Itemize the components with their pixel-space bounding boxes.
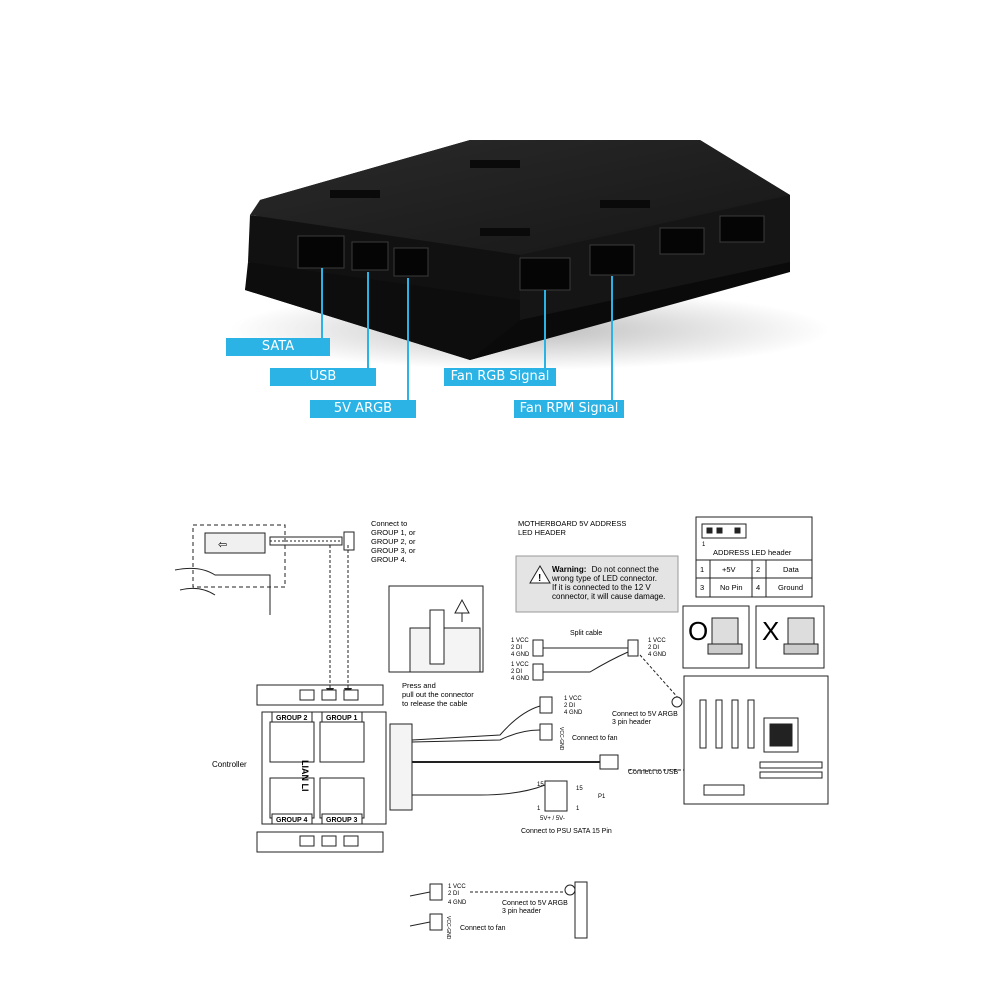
svg-text:No Pin: No Pin xyxy=(720,583,743,592)
group-2-label: GROUP 2 xyxy=(276,715,307,722)
group-3-label: GROUP 3 xyxy=(326,817,357,824)
connector-comparison xyxy=(682,605,825,669)
svg-text:2 DI: 2 DI xyxy=(511,645,522,651)
warning-box: ! Warning: Do not connect the wrong type… xyxy=(515,555,679,613)
controller-logo: LIAN LI xyxy=(300,760,310,792)
press-note: Press and pull out the connector to rele… xyxy=(402,681,476,708)
bottom-argb-detail xyxy=(409,881,588,939)
bottom-connect-argb-label: Connect to 5V ARGB 3 pin header xyxy=(502,900,570,915)
controller-cables xyxy=(411,705,619,796)
svg-text:3: 3 xyxy=(700,583,704,592)
svg-text:1: 1 xyxy=(537,806,541,812)
callout-sata: SATA xyxy=(226,338,330,356)
group-arrows xyxy=(329,545,349,690)
fan-cable xyxy=(269,531,355,551)
svg-text:1 VCC: 1 VCC xyxy=(648,638,666,644)
svg-text:1 VCC: 1 VCC xyxy=(448,884,466,890)
connect-fan-label: Connect to fan xyxy=(572,735,618,742)
svg-text:P1: P1 xyxy=(598,794,606,800)
argb-plugs xyxy=(539,696,568,812)
svg-text:1: 1 xyxy=(700,565,704,574)
svg-text:1 VCC: 1 VCC xyxy=(564,696,582,702)
svg-text:2: 2 xyxy=(756,565,760,574)
release-detail xyxy=(388,585,484,673)
svg-text:2 DI: 2 DI xyxy=(511,669,522,675)
svg-text:2 DI: 2 DI xyxy=(648,645,659,651)
svg-text:VCC-GND: VCC-GND xyxy=(445,916,451,940)
warning-icon: ! xyxy=(538,573,541,584)
svg-text:1 VCC: 1 VCC xyxy=(511,638,529,644)
connect-argb-label: Connect to 5V ARGB 3 pin header xyxy=(612,711,680,726)
svg-text:4 GND: 4 GND xyxy=(511,652,530,658)
callout-argb: 5V ARGB xyxy=(310,400,416,418)
sata-plug-labels: 15 1 15 1 P1 5V+ / 5V- xyxy=(537,782,606,822)
bad-mark: X xyxy=(762,616,779,646)
controller-device-photo xyxy=(245,140,790,360)
svg-text:4: 4 xyxy=(756,583,760,592)
svg-text:2 DI: 2 DI xyxy=(564,703,575,709)
svg-text:2 DI: 2 DI xyxy=(448,891,459,897)
svg-text:+5V: +5V xyxy=(722,565,736,574)
controller-diagram xyxy=(256,684,413,853)
svg-text:4 GND: 4 GND xyxy=(448,900,467,906)
split-cable-label: Split cable xyxy=(570,630,602,637)
svg-text:1 VCC: 1 VCC xyxy=(511,662,529,668)
svg-text:VCC-GND: VCC-GND xyxy=(558,727,564,751)
connect-groups-note: Connect to GROUP 1, or GROUP 2, or GROUP… xyxy=(371,519,418,564)
connect-psu-label: Connect to PSU SATA 15 Pin xyxy=(521,828,612,835)
group-1-label: GROUP 1 xyxy=(326,715,357,722)
callout-fan-rgb: Fan RGB Signal xyxy=(444,368,556,386)
svg-text:4 GND: 4 GND xyxy=(648,652,667,658)
callout-usb: USB xyxy=(270,368,376,386)
group-4-label: GROUP 4 xyxy=(276,817,307,824)
motherboard-header-title: MOTHERBOARD 5V ADDRESS LED HEADER xyxy=(518,519,628,537)
connect-usb-label: Connect to USB xyxy=(628,769,679,776)
svg-text:1: 1 xyxy=(702,542,706,548)
callout-fan-rpm: Fan RPM Signal xyxy=(514,400,624,418)
address-table-title: ADDRESS LED header xyxy=(713,548,792,557)
svg-text:4 GND: 4 GND xyxy=(564,710,583,716)
svg-text:Data: Data xyxy=(783,565,800,574)
fan-illustration xyxy=(174,524,286,615)
callout-lines xyxy=(321,268,613,400)
bottom-connect-fan-label: Connect to fan xyxy=(460,925,506,932)
svg-text:1: 1 xyxy=(576,806,580,812)
controller-label: Controller xyxy=(212,760,247,769)
svg-text:15: 15 xyxy=(576,786,583,792)
svg-text:15: 15 xyxy=(537,782,544,788)
svg-text:4 GND: 4 GND xyxy=(511,676,530,682)
group-labels: GROUP 1 GROUP 2 GROUP 3 GROUP 4 xyxy=(271,711,363,825)
svg-text:Warning: Do not connec: Warning: Do not connect the wrong type o… xyxy=(551,565,665,601)
arrow-icon: ⇦ xyxy=(218,539,227,551)
split-cable xyxy=(532,639,681,701)
motherboard-illustration xyxy=(671,675,829,805)
address-led-table xyxy=(695,516,813,598)
svg-text:Ground: Ground xyxy=(778,583,803,592)
ok-mark: O xyxy=(688,616,708,646)
svg-text:5V+ / 5V-: 5V+ / 5V- xyxy=(540,816,565,822)
